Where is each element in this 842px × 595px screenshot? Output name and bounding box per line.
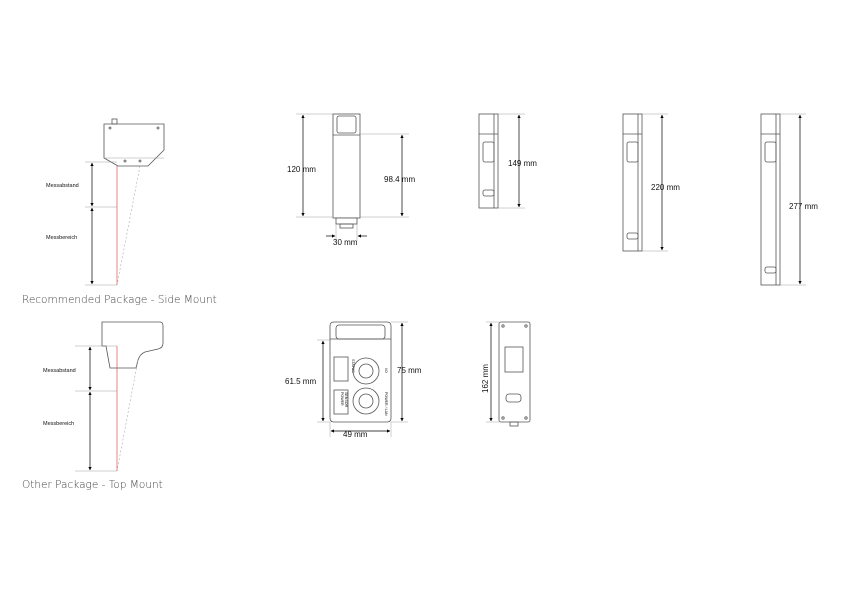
power-lan-connector-icon bbox=[352, 387, 380, 415]
side-mount-connector bbox=[111, 118, 118, 125]
top-range-label: Messbereich bbox=[43, 421, 74, 427]
side-mount-housing bbox=[103, 123, 165, 167]
front-view: I/O POWER / LAN STATUS POWER SENSOR 61.5… bbox=[285, 321, 422, 439]
top-mount-sketch: Messabstand Messbereich bbox=[43, 321, 164, 472]
power-lan-label: POWER / LAN bbox=[384, 392, 388, 416]
side-mount-sketch: Messabstand Messbereich bbox=[46, 118, 165, 286]
caption-top-mount: Other Package - Top Mount bbox=[22, 479, 163, 491]
dim-49mm: 49 mm bbox=[343, 430, 368, 439]
top-mount-housing bbox=[101, 321, 164, 369]
power-panel bbox=[333, 389, 349, 415]
sensor-label: SENSOR bbox=[344, 392, 348, 408]
dim-220mm: 220 mm bbox=[651, 183, 680, 192]
status-label: STATUS bbox=[351, 359, 355, 373]
dim-75mm: 75 mm bbox=[397, 366, 422, 375]
top-view-window bbox=[504, 346, 524, 373]
dim-162mm: 162 mm bbox=[481, 364, 490, 393]
side-view-body bbox=[332, 113, 361, 219]
variant-149-body bbox=[478, 113, 499, 209]
dim-61-5mm: 61.5 mm bbox=[285, 377, 316, 386]
variant-220-body bbox=[622, 113, 643, 252]
top-view: 162 mm bbox=[481, 321, 531, 427]
variant-149mm: 149 mm bbox=[478, 113, 537, 209]
dim-30mm: 30 mm bbox=[333, 238, 358, 247]
caption-side-mount: Recommended Package - Side Mount bbox=[22, 294, 217, 306]
variant-220mm: 220 mm bbox=[622, 113, 680, 252]
side-view: 120 mm 98.4 mm 30 mm bbox=[287, 113, 415, 247]
power-label: POWER bbox=[340, 392, 344, 406]
top-view-slot bbox=[505, 393, 522, 403]
top-standoff-label: Messabstand bbox=[43, 368, 76, 374]
io-connector-icon bbox=[352, 357, 380, 385]
dim-277mm: 277 mm bbox=[789, 202, 818, 211]
variant-277mm: 277 mm bbox=[760, 113, 818, 286]
side-range-label: Messbereich bbox=[46, 235, 77, 241]
dim-120mm: 120 mm bbox=[287, 165, 316, 174]
side-standoff-label: Messabstand bbox=[46, 183, 79, 189]
variant-277-body bbox=[760, 113, 781, 286]
side-view-connector bbox=[335, 217, 358, 225]
side-view-window bbox=[336, 115, 357, 134]
status-panel bbox=[333, 356, 349, 382]
dim-149mm: 149 mm bbox=[508, 159, 537, 168]
dim-98-4mm: 98.4 mm bbox=[384, 175, 415, 184]
front-view-body bbox=[329, 321, 392, 423]
io-label: I/O bbox=[384, 368, 388, 373]
